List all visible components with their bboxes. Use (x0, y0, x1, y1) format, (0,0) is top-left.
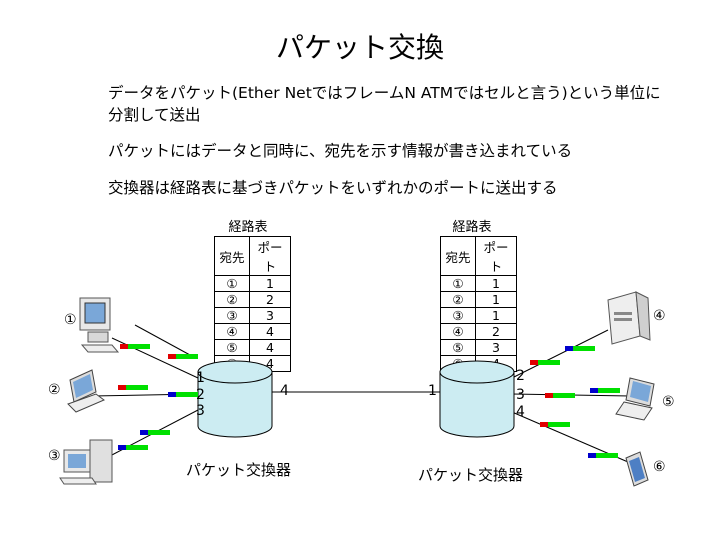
packet (168, 392, 198, 397)
packet (118, 385, 148, 390)
packet (118, 445, 148, 450)
host-1-label: ① (64, 312, 77, 328)
host-2-label: ② (48, 382, 61, 398)
desktop-tower-icon (59, 439, 113, 485)
paragraph-packet-intro-cont: 分割して送出 (108, 106, 201, 124)
packet (588, 453, 618, 458)
sw2-port-4: 4 (516, 404, 525, 420)
sw1-port-2: 2 (196, 387, 205, 403)
host-4-label: ④ (653, 308, 666, 324)
routing-table-1: 宛先 ポート ①1 ②2 ③3 ④4 ⑤4 ⑥4 (214, 236, 291, 372)
packets (118, 344, 620, 458)
page-title: パケット交換 (275, 31, 444, 64)
laptop-icon (67, 369, 105, 413)
sw1-port-1: 1 (196, 370, 205, 386)
rt1-header-dest: 宛先 (214, 236, 250, 276)
switch-2-label: パケット交換器 (418, 466, 524, 484)
paragraph-switch-routing: 交換器は経路表に基づきパケットをいずれかのポートに送出する (108, 179, 558, 197)
sw2-port-1: 1 (428, 383, 437, 399)
packet (565, 346, 595, 351)
mobile-phone-icon (625, 451, 649, 487)
sw1-port-4: 4 (280, 383, 289, 399)
host-3-label: ③ (48, 448, 61, 464)
rt2-header-port: ポート (475, 236, 517, 276)
host-6-label: ⑥ (653, 459, 666, 475)
packet (140, 430, 170, 435)
computer-icon (79, 297, 120, 353)
server-icon (607, 291, 651, 345)
packet (545, 393, 575, 398)
switch-1-label: パケット交換器 (186, 461, 292, 479)
routing-table-1-title: 経路表 (228, 220, 268, 235)
packet (168, 354, 198, 359)
paragraph-packet-header: パケットにはデータと同時に、宛先を示す情報が書き込まれている (108, 142, 573, 160)
host-5-label: ⑤ (662, 394, 675, 410)
sw2-port-3: 3 (516, 387, 525, 403)
arrow-line (134, 324, 191, 356)
packet (590, 388, 620, 393)
sw2-port-2: 2 (516, 368, 525, 384)
rt2-header-dest: 宛先 (440, 236, 476, 276)
laptop-icon (615, 377, 655, 421)
switch-2 (439, 360, 515, 438)
packet (530, 360, 560, 365)
paragraph-packet-intro: データをパケット(Ether NetではフレームN ATMではセルと言う)という… (108, 84, 661, 102)
routing-table-2-title: 経路表 (452, 220, 492, 235)
packet (540, 422, 570, 427)
link-sw2-host4 (511, 329, 609, 379)
sw1-port-3: 3 (196, 403, 205, 419)
switch-1 (197, 360, 273, 438)
packet (120, 344, 150, 349)
